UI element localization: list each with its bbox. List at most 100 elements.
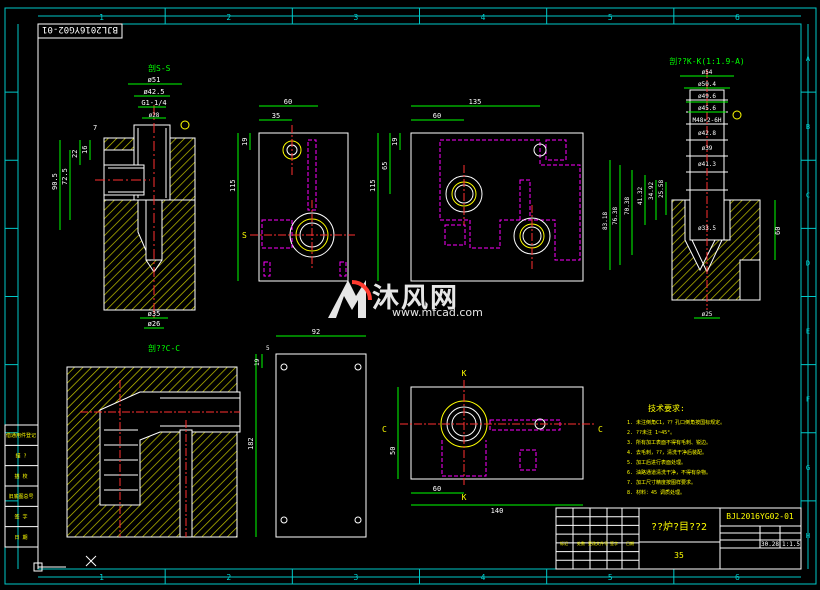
section-kk-title: 剖??K-K(1:1.9-A): [669, 56, 744, 66]
column-label-top: 4: [481, 13, 486, 22]
tech-req-line: 6. 油路通道清洗干净，不得有杂物。: [627, 469, 711, 476]
drawing-title: ??炉?目??2: [651, 521, 707, 533]
dim-k-phi25: ø25: [702, 311, 713, 318]
section-cc-title: 剖??C-C: [148, 343, 180, 353]
dim-k-83-18: 83.18: [602, 212, 609, 230]
dim-side-92: 92: [312, 328, 320, 336]
dim-k-phi33-5: ø33.5: [698, 225, 716, 232]
watermark-text: 沐风网: [372, 283, 459, 314]
title-block-cell: 签字: [610, 540, 618, 546]
watermark-logo-icon: [328, 280, 372, 318]
row-label: C: [806, 191, 810, 199]
row-label: D: [806, 259, 810, 267]
dim-top1-60: 60: [284, 98, 292, 106]
dim-side-182: 182: [247, 437, 255, 450]
tech-req-line: 3. 所有加工表面不得有毛刺、锐边。: [627, 439, 711, 446]
section-s-title: 剖S-S: [148, 63, 171, 73]
drawing-qty: 35: [674, 551, 684, 560]
register-cell: 描 校: [14, 473, 27, 480]
row-label: F: [806, 396, 810, 404]
dim-top1-19: 19: [241, 138, 249, 146]
dim-top1-115: 115: [229, 179, 237, 192]
dim-k-34-92: 34.92: [648, 182, 655, 200]
column-label-bottom: 6: [735, 573, 740, 582]
dim-k-41-32: 41.32: [637, 187, 644, 205]
title-block-cell: 日期: [626, 540, 634, 546]
dim-s-22: 22: [71, 150, 79, 158]
dim-s-90-5: 90.5: [51, 173, 59, 190]
tech-req-line: 2. ??未注 1~45°。: [627, 429, 675, 436]
dim-s-phi26: ø26: [148, 320, 161, 328]
register-cell: 签 字: [14, 514, 27, 521]
dim-bot-50: 50: [389, 447, 397, 455]
scale-value: 1:1.5: [782, 541, 800, 548]
tech-req-line: 5. 加工后进行表面处理。: [627, 459, 686, 466]
dim-k-phi54: ø54: [702, 69, 713, 76]
dim-top2-19: 19: [391, 138, 399, 146]
column-label-bottom: 5: [608, 573, 613, 582]
register-cell: 借通用件登记: [6, 432, 36, 439]
register-cell: 日 期: [14, 535, 27, 541]
top-view-2: 135 60 19 65 115: [369, 98, 584, 282]
dim-k-phi50-4: ø50.4: [698, 81, 716, 88]
register-cell: 描 ?: [15, 453, 26, 460]
section-cc-view: 剖??C-C: [66, 343, 241, 538]
section-c-marker-right: C: [598, 425, 603, 434]
drawing-number: BJL2016YG02-01: [726, 512, 794, 521]
row-label: A: [806, 55, 811, 63]
dim-s-7: 7: [93, 124, 97, 132]
dim-s-phi28: ø28: [149, 112, 160, 119]
ucs-icon: [33, 540, 97, 572]
dim-top2-115: 115: [369, 179, 377, 192]
column-label-bottom: 2: [226, 573, 231, 582]
dim-k-phi42-8: ø42.8: [698, 130, 716, 137]
watermark-url: www.mfcad.com: [392, 306, 483, 319]
column-label-top: 3: [354, 13, 359, 22]
section-s-marker: S: [242, 231, 247, 240]
dim-side-5: 5: [266, 345, 270, 352]
dim-k-70-38: 70.38: [624, 197, 631, 215]
section-c-marker-left: C: [382, 425, 387, 434]
weight-value: 30.28: [761, 541, 779, 548]
dim-s-thread: G1-1/4: [141, 99, 166, 107]
section-s-view: 剖S-S ø51 ø42: [51, 63, 196, 329]
top-left-number-box: BJL2016YG02-01: [37, 23, 123, 39]
technical-requirements: 技术要求: 1. 未注倒角C1，?？孔口倒角按国标规定。 2. ??未注 1~45…: [627, 403, 725, 496]
column-label-top: 5: [608, 13, 613, 22]
dim-k-phi41-3: ø41.3: [698, 161, 716, 168]
tech-req-line: 1. 未注倒角C1，?？孔口倒角按国标规定。: [627, 419, 725, 426]
title-block-cell: 处数: [577, 540, 585, 546]
section-k-marker-bottom: K: [462, 493, 467, 502]
dim-k-phi49-6: ø49.6: [698, 93, 716, 100]
top-view-1: 60 35 19 115 S: [229, 98, 355, 282]
section-kk-view: 剖??K-K(1:1.9-A): [602, 56, 782, 319]
dim-s-72-5: 72.5: [61, 168, 69, 185]
dim-k-thread: M48×2-6H: [693, 117, 722, 124]
column-label-bottom: 1: [99, 573, 104, 582]
row-label: G: [806, 464, 810, 472]
title-block: 标记处数更改文件号签字日期 ??炉?目??2 BJL2016YG02-01 35…: [555, 507, 802, 570]
tech-req-line: 4. 去毛刺，??，清洗干净后装配。: [627, 449, 707, 456]
tech-req-line: 7. 加工尺寸精度按图样要求。: [627, 479, 696, 486]
dim-s-phi35: ø35: [148, 310, 161, 318]
dim-s-phi51: ø51: [148, 76, 161, 84]
column-label-bottom: 4: [481, 573, 486, 582]
row-label: E: [806, 328, 810, 336]
side-view: 92 182 5 19: [247, 328, 367, 538]
dim-k-76-38: 76.38: [612, 207, 619, 225]
tech-req-line: 8. 材料：45 调质处理。: [627, 489, 685, 496]
dim-k-25-58: 25.58: [658, 180, 665, 198]
dim-k-60: 60: [774, 227, 782, 235]
tech-req-heading: 技术要求:: [648, 403, 685, 413]
column-label-top: 6: [735, 13, 740, 22]
dim-top1-35: 35: [272, 112, 280, 120]
dim-bot-140: 140: [491, 507, 504, 515]
dim-top2-65: 65: [381, 162, 389, 170]
bottom-view: 140 60 50 K K C C: [382, 369, 603, 515]
column-label-top: 2: [226, 13, 231, 22]
row-label: B: [806, 123, 810, 131]
